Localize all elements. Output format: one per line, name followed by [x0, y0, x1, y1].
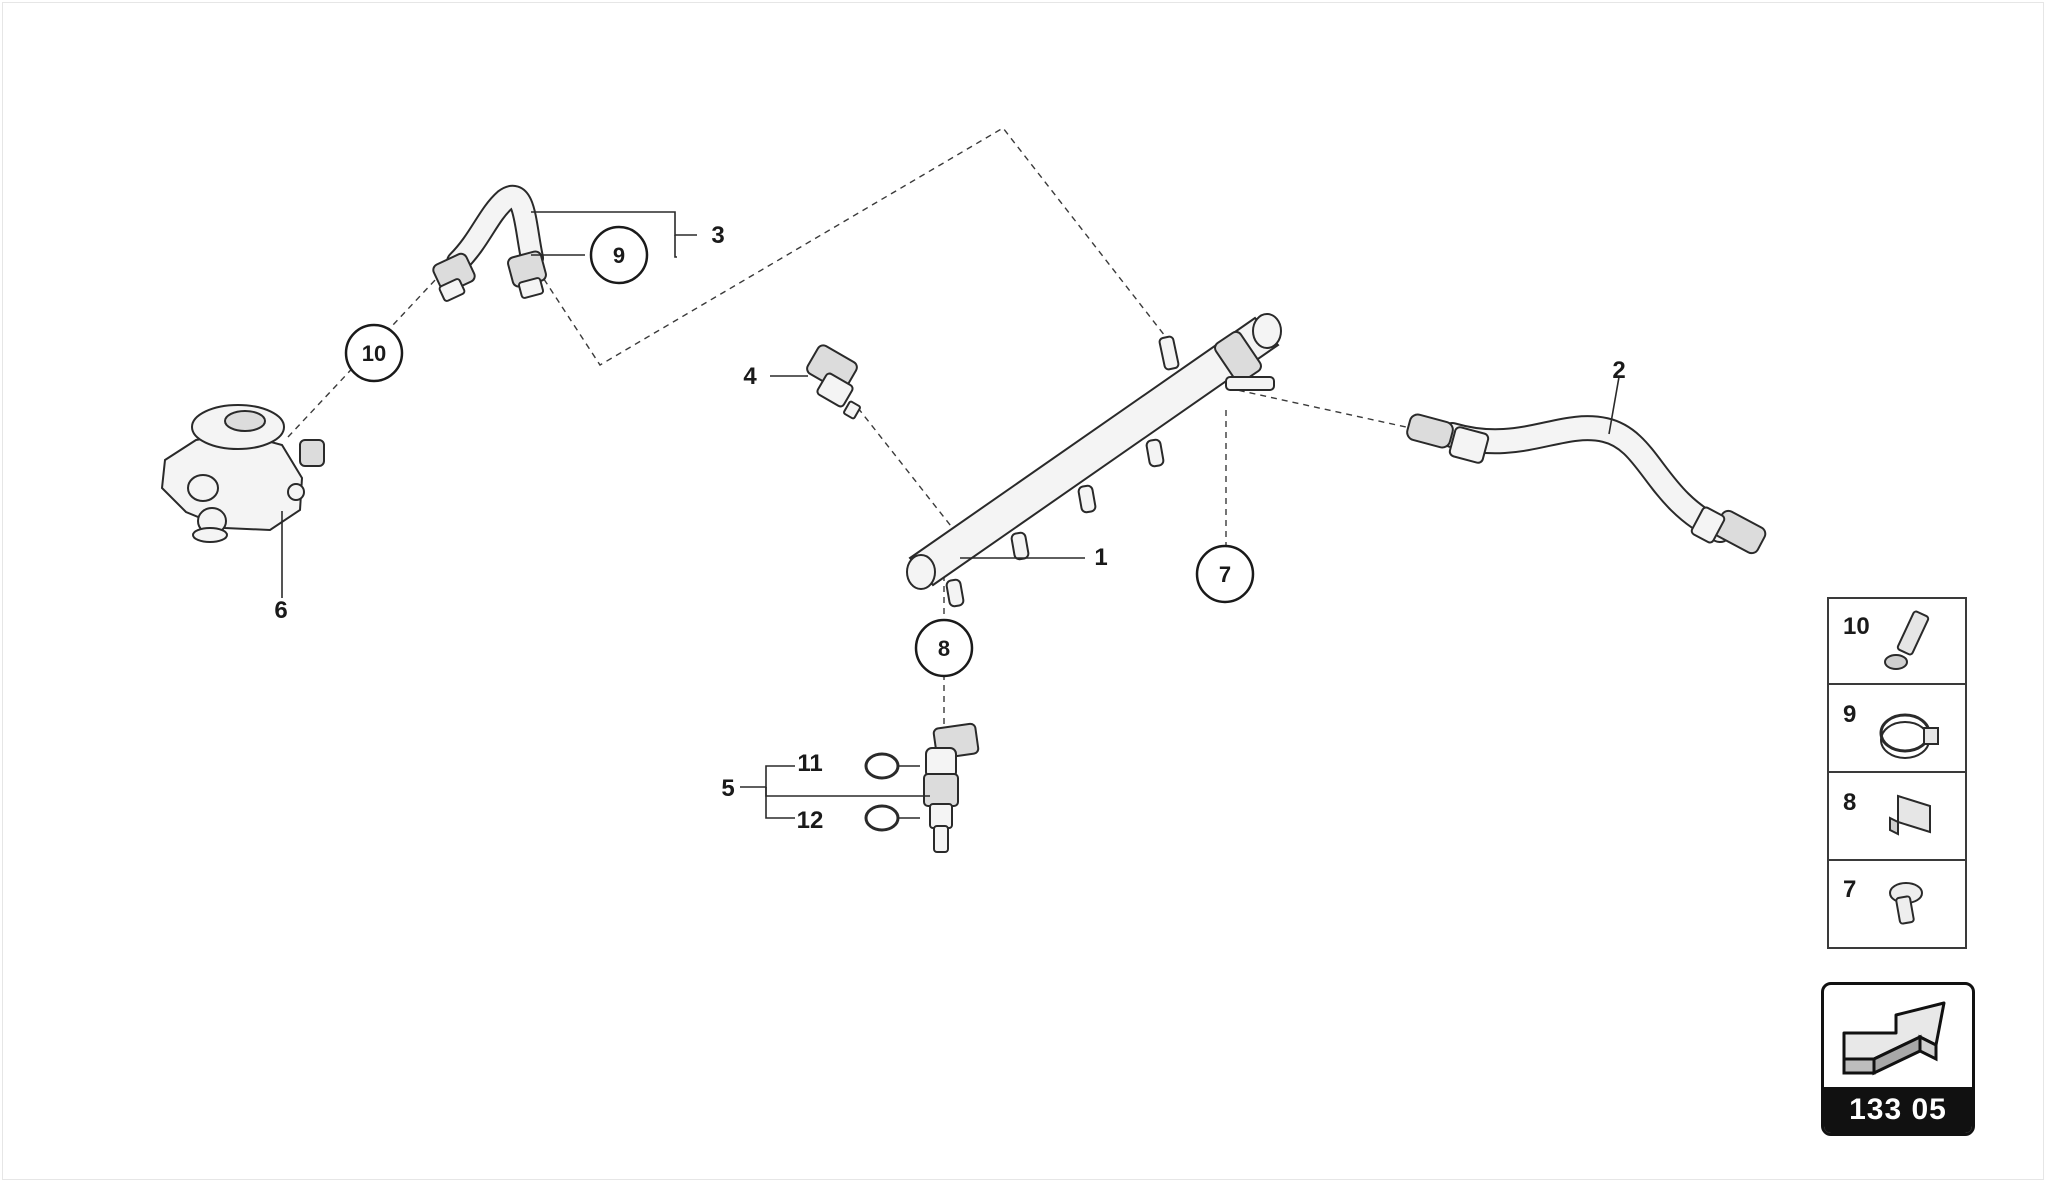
screw-icon — [1889, 882, 1923, 925]
callout-10-label: 10 — [362, 341, 386, 366]
callout-circle-10[interactable]: 10 — [344, 323, 404, 383]
fuel-injector[interactable] — [923, 722, 980, 853]
callout-9-label: 9 — [613, 243, 625, 268]
legend-7-number: 7 — [1843, 876, 1856, 903]
callout-7-label: 7 — [1219, 562, 1231, 587]
legend-9-number: 9 — [1843, 701, 1856, 728]
legend-item-8[interactable]: 8 — [1827, 771, 1967, 861]
callout-6-label[interactable]: 6 — [274, 597, 287, 624]
page-reference-button[interactable]: 133 05 — [1821, 982, 1975, 1136]
callout-3-label[interactable]: 3 — [711, 222, 724, 249]
callout-2-label[interactable]: 2 — [1612, 357, 1625, 384]
o-ring-12[interactable] — [864, 804, 900, 832]
legend-10-number: 10 — [1843, 613, 1870, 640]
fuel-hose-left[interactable] — [431, 185, 547, 302]
fuel-hose-right[interactable] — [1405, 413, 1767, 556]
callout-1-label[interactable]: 1 — [1094, 544, 1107, 571]
bracket-clip-icon — [1889, 794, 1931, 836]
legend-item-9[interactable]: 9 — [1827, 683, 1967, 773]
leader-lines — [281, 211, 1620, 819]
callout-circle-7[interactable]: 7 — [1195, 544, 1255, 604]
callout-5-label[interactable]: 5 — [721, 775, 734, 802]
callout-circle-8[interactable]: 8 — [914, 618, 974, 678]
legend-item-10[interactable]: 10 — [1827, 597, 1967, 685]
fastener-legend: 10 9 8 7 — [1827, 597, 1967, 949]
high-pressure-pump[interactable] — [160, 404, 325, 543]
callout-12-label[interactable]: 12 — [797, 807, 824, 834]
page-reference-number: 133 05 — [1824, 1087, 1972, 1133]
callout-8-label: 8 — [938, 636, 950, 661]
fuel-rail[interactable] — [906, 313, 1282, 608]
bolt-icon — [1884, 610, 1930, 670]
o-ring-11[interactable] — [864, 752, 900, 780]
legend-8-number: 8 — [1843, 789, 1856, 816]
hose-clamp-icon — [1879, 713, 1939, 759]
o-rings — [864, 752, 900, 832]
arrow-icon — [1842, 1001, 1946, 1076]
dashed-connectors — [287, 127, 1416, 728]
legend-item-7[interactable]: 7 — [1827, 859, 1967, 949]
callout-4-label[interactable]: 4 — [743, 363, 757, 390]
pressure-sensor[interactable] — [805, 343, 861, 420]
callout-11-label[interactable]: 11 — [797, 750, 822, 777]
callout-circle-9[interactable]: 9 — [589, 225, 649, 285]
